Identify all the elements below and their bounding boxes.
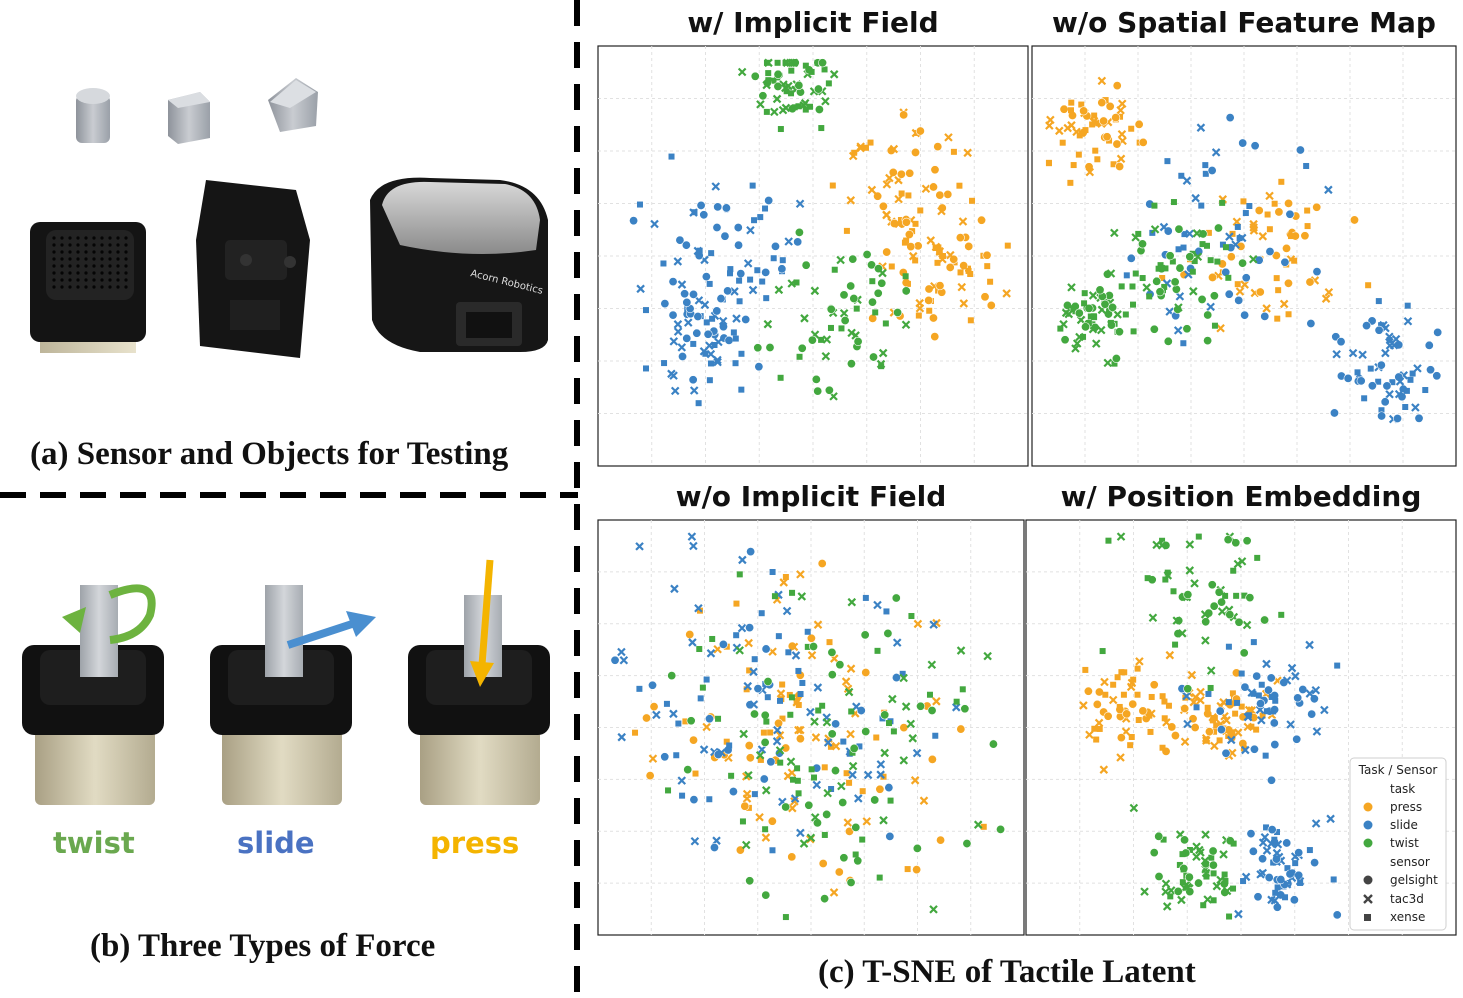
legend-gelsight-label: gelsight: [1390, 873, 1438, 887]
sensor-dot-grid: [52, 236, 128, 289]
force-label-slide: slide: [237, 826, 315, 860]
legend-twist-label: twist: [1390, 836, 1419, 850]
plot-title-position-embedding: w/ Position Embedding: [1060, 480, 1422, 513]
plot-title-no-implicit-field: w/o Implicit Field: [675, 480, 947, 513]
cylinder-object: [76, 88, 110, 143]
legend-sensor-header: sensor: [1390, 855, 1430, 869]
legend-title: Task / Sensor: [1358, 763, 1438, 777]
legend-task-header: task: [1390, 782, 1415, 796]
force-illustration: [22, 559, 550, 805]
vertical-divider: [574, 0, 580, 998]
force-label-press: press: [430, 826, 520, 860]
sensor-objects-illustration: Acorn Robotics: [30, 78, 548, 358]
legend-twist-marker: [1363, 838, 1373, 848]
xense-sensor: Acorn Robotics: [370, 177, 548, 352]
twist-sensor: [22, 584, 164, 805]
plot-title-implicit-field: w/ Implicit Field: [687, 6, 939, 39]
legend: Task / Sensor task press slide twist sen…: [1349, 757, 1447, 931]
triangle-object: [268, 78, 318, 132]
square-object: [168, 92, 210, 144]
force-label-twist: twist: [53, 826, 135, 860]
legend-slide-label: slide: [1390, 818, 1418, 832]
slide-arrow-icon: [346, 611, 376, 637]
press-arrow-icon: [470, 661, 494, 687]
slide-sensor: [210, 585, 376, 805]
caption-a: (a) Sensor and Objects for Testing: [30, 436, 509, 472]
tac3d-sensor: [196, 180, 310, 358]
legend-press-marker: [1363, 802, 1373, 812]
caption-b: (b) Three Types of Force: [90, 928, 436, 964]
plot-title-no-spatial-feature-map: w/o Spatial Feature Map: [1052, 6, 1436, 39]
horizontal-divider: [0, 492, 578, 498]
legend-xense-label: xense: [1390, 910, 1425, 924]
legend-tac3d-marker: [1363, 894, 1373, 904]
legend-gelsight-marker: [1363, 875, 1373, 885]
twist-arrow-icon: [62, 607, 86, 633]
legend-slide-marker: [1363, 820, 1373, 830]
press-sensor: [408, 559, 550, 805]
caption-c: (c) T-SNE of Tactile Latent: [818, 954, 1196, 990]
legend-tac3d-label: tac3d: [1390, 892, 1424, 906]
legend-xense-marker: [1364, 914, 1371, 921]
legend-press-label: press: [1390, 800, 1422, 814]
